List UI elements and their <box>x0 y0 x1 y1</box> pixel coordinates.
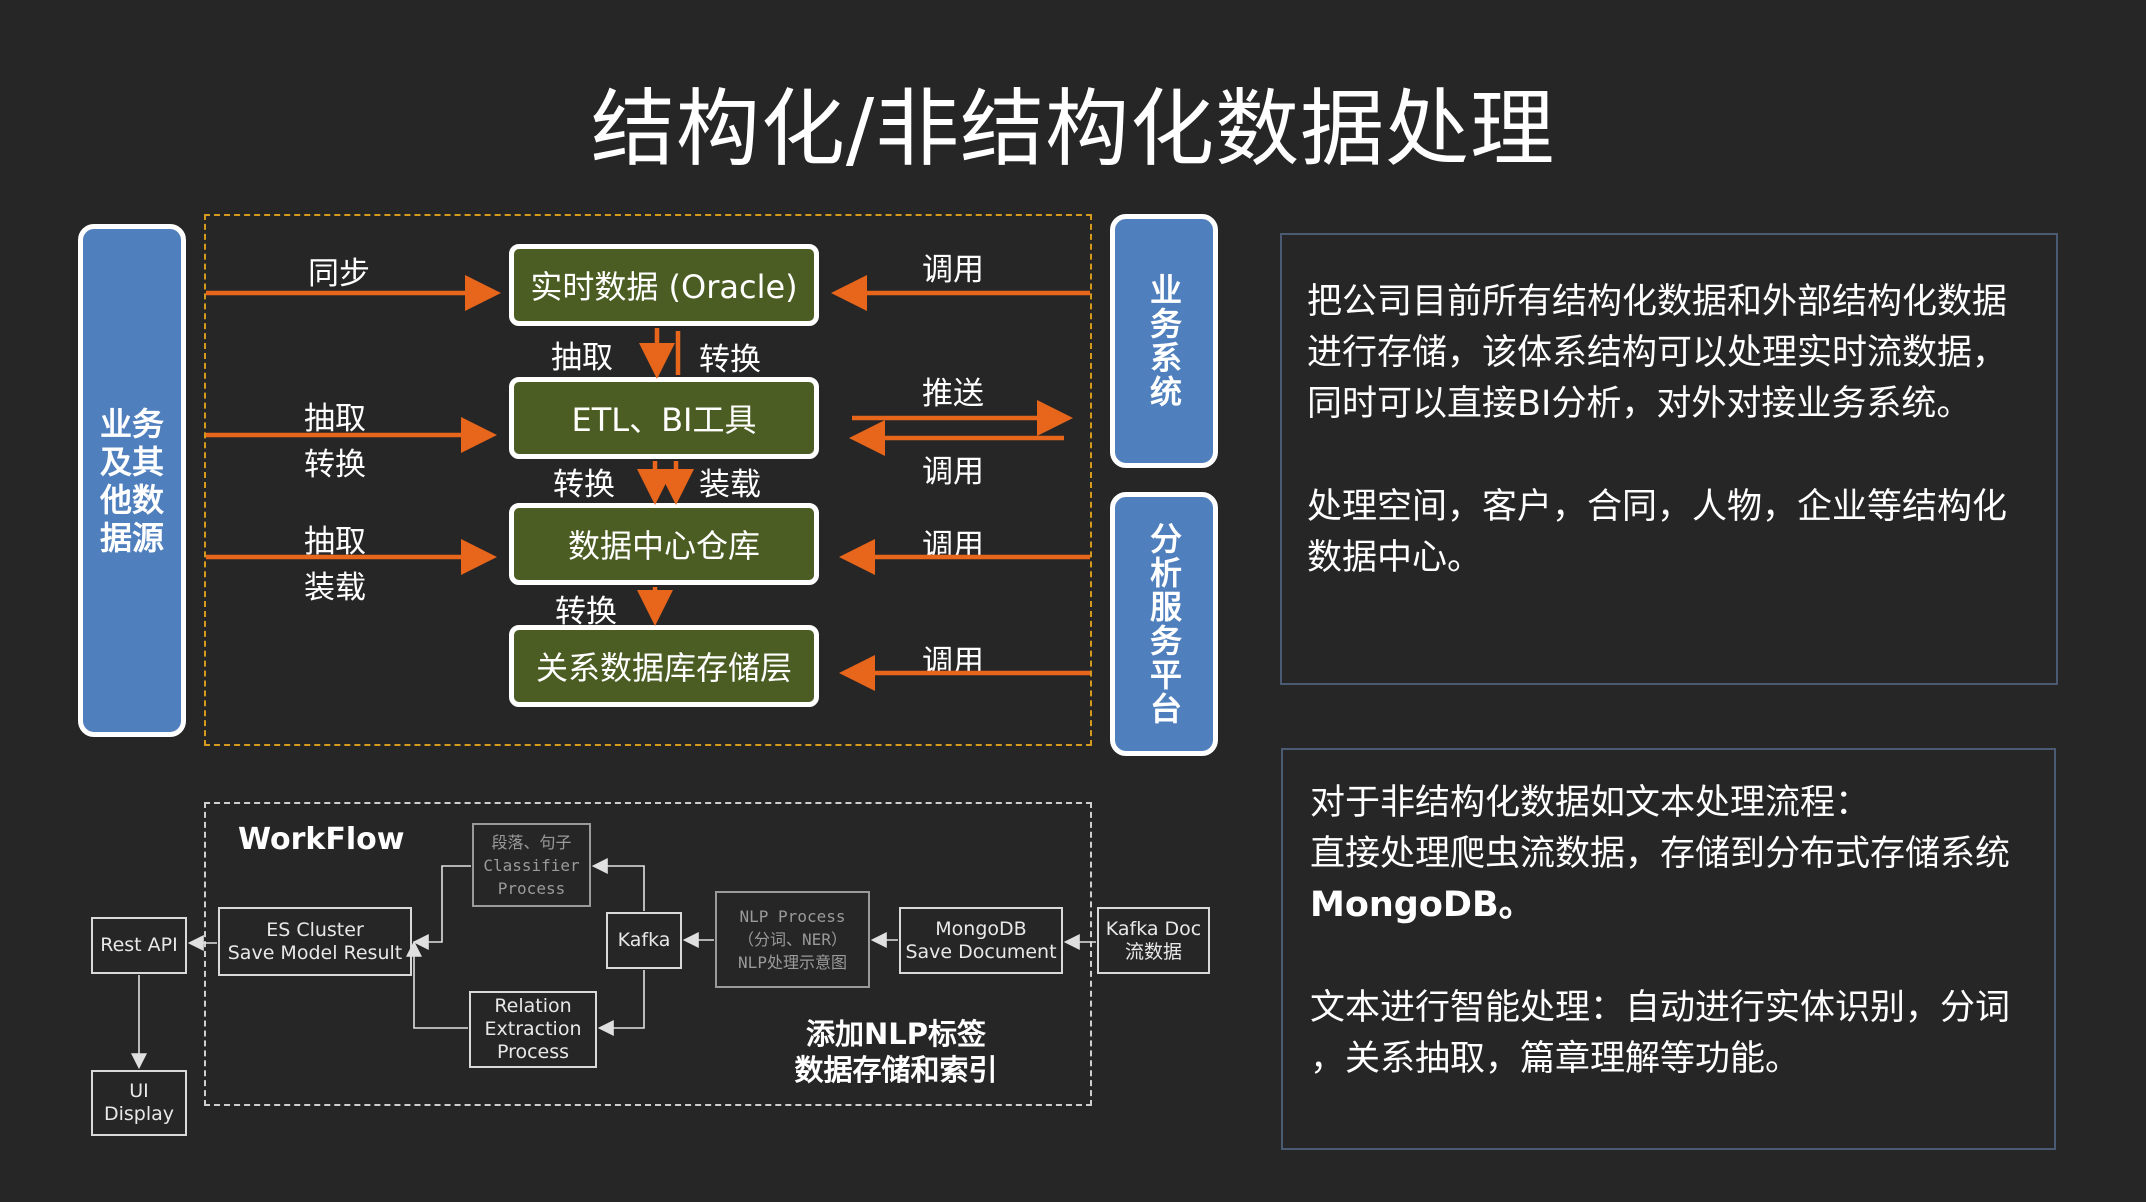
kafka-doc-line-1: Kafka Doc <box>1105 917 1202 940</box>
mongodb-line-2: Save Document <box>905 940 1057 963</box>
kafka-label: Kafka <box>617 929 671 951</box>
structured-desc-line-4: 处理空间，客户，合同，人物，企业等结构化 <box>1307 487 2008 527</box>
unstructured-desc-line-1: 对于非结构化数据如文本处理流程： <box>1310 783 1871 823</box>
data-warehouse-label: 数据中心仓库 <box>567 527 760 565</box>
conn-kafka-relation <box>597 970 645 1036</box>
center-transform-label-a: 转换 <box>699 342 761 378</box>
realtime-oracle-box: 实时数据 (Oracle) <box>509 244 819 326</box>
structured-desc-line-2: 进行存储，该体系结构可以处理实时流数据， <box>1307 333 2008 373</box>
relational-storage-box: 关系数据库存储层 <box>509 625 819 707</box>
nlp-line-1: NLP Process <box>739 907 846 926</box>
ui-display-line-1: UI <box>129 1080 149 1102</box>
call-label-2: 调用 <box>922 454 984 490</box>
conn-classifier-es <box>412 865 471 950</box>
structured-description-panel: 把公司目前所有结构化数据和外部结构化数据 进行存储，该体系结构可以处理实时流数据… <box>1280 233 2058 685</box>
analytics-platform-pillar: 分析服务平台 <box>1110 492 1218 756</box>
data-warehouse-box: 数据中心仓库 <box>509 503 819 585</box>
ui-display-box: UI Display <box>91 1070 187 1136</box>
rest-api-box: Rest API <box>91 917 187 974</box>
unstructured-description-panel: 对于非结构化数据如文本处理流程： 直接处理爬虫流数据，存储到分布式存储系统 Mo… <box>1281 748 2056 1150</box>
relation-extraction-box: Relation Extraction Process <box>469 991 597 1068</box>
classifier-line-3: Process <box>497 878 566 898</box>
business-system-pillar: 业务系统 <box>1110 214 1218 468</box>
relational-storage-label: 关系数据库存储层 <box>535 649 792 687</box>
es-cluster-line-1: ES Cluster <box>266 918 364 941</box>
transform-label-1: 转换 <box>304 447 366 483</box>
kafka-box: Kafka <box>606 912 682 969</box>
unstructured-desc-line-2: 直接处理爬虫流数据，存储到分布式存储系统 <box>1310 834 2011 874</box>
realtime-oracle-label: 实时数据 (Oracle) <box>530 268 798 306</box>
center-transform-label-b: 转换 <box>553 467 615 503</box>
relation-line-2: Extraction <box>484 1018 582 1040</box>
call-label-1: 调用 <box>922 252 984 288</box>
nlp-note-line-2: 数据存储和索引 <box>794 1053 998 1087</box>
relation-line-3: Process <box>496 1041 570 1063</box>
center-extract-label: 抽取 <box>551 340 613 376</box>
workflow-frame <box>204 802 1092 1106</box>
analytics-platform-label: 分析服务平台 <box>1145 522 1183 726</box>
conn-kafka-classifier <box>591 858 645 911</box>
workflow-connectors <box>131 858 1096 1070</box>
center-load-label: 装载 <box>699 467 761 503</box>
etl-bi-box: ETL、BI工具 <box>509 377 819 459</box>
load-label: 装载 <box>304 570 366 606</box>
structured-desc-line-3: 同时可以直接BI分析，对外对接业务系统。 <box>1307 384 1972 424</box>
push-label: 推送 <box>922 376 984 412</box>
kafka-doc-box: Kafka Doc 流数据 <box>1097 907 1210 974</box>
nlp-line-2: （分词、NER） <box>738 930 847 949</box>
structured-flow-frame <box>204 214 1092 746</box>
relation-line-1: Relation <box>494 995 572 1017</box>
kafka-doc-line-2: 流数据 <box>1124 940 1182 963</box>
classifier-line-2: Classifier <box>483 855 580 875</box>
nlp-note: 添加NLP标签 数据存储和索引 <box>781 1016 1011 1088</box>
structured-desc-line-5: 数据中心。 <box>1307 538 1483 578</box>
structured-desc-line-1: 把公司目前所有结构化数据和外部结构化数据 <box>1307 282 2008 322</box>
classifier-line-1: 段落、句子 <box>491 832 572 852</box>
nlp-line-3: NLP处理示意图 <box>738 953 847 972</box>
conn-relation-es <box>406 940 468 1029</box>
es-cluster-line-2: Save Model Result <box>227 941 403 964</box>
unstructured-desc-line-4: 文本进行智能处理：自动进行实体识别，分词 <box>1310 988 2011 1028</box>
unstructured-desc-line-5: ，关系抽取，篇章理解等功能。 <box>1310 1039 1801 1079</box>
mongodb-line-1: MongoDB <box>935 917 1027 940</box>
nlp-process-box: NLP Process （分词、NER） NLP处理示意图 <box>715 891 870 988</box>
sync-label: 同步 <box>308 256 370 292</box>
data-source-pillar: 业务及其他数据源 <box>78 224 186 737</box>
classifier-box: 段落、句子 Classifier Process <box>472 823 591 907</box>
workflow-title: WorkFlow <box>238 822 405 857</box>
center-transform-label-c: 转换 <box>555 594 617 630</box>
extract-label-1: 抽取 <box>304 401 366 437</box>
nlp-note-line-1: 添加NLP标签 <box>805 1017 986 1051</box>
ui-display-line-2: Display <box>103 1103 175 1125</box>
page-title: 结构化/非结构化数据处理 <box>590 80 1556 178</box>
structured-arrows <box>206 275 1090 691</box>
data-source-label: 业务及其他数据源 <box>99 404 164 557</box>
business-system-label: 业务系统 <box>1145 273 1183 409</box>
etl-bi-label: ETL、BI工具 <box>571 401 757 439</box>
unstructured-desc-line-3: MongoDB。 <box>1310 885 1534 925</box>
rest-api-label: Rest API <box>100 934 178 956</box>
mongodb-box: MongoDB Save Document <box>899 907 1063 974</box>
extract-label-2: 抽取 <box>304 524 366 560</box>
